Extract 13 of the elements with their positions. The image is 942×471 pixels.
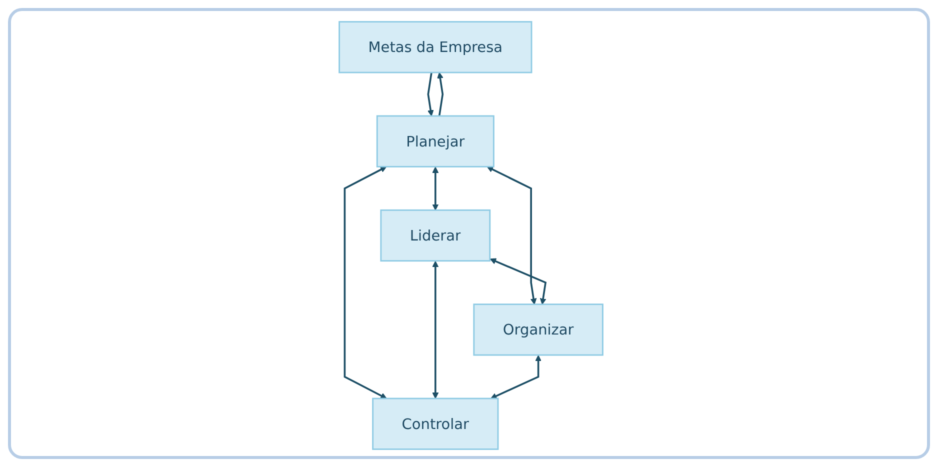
arrow bbox=[427, 72, 434, 116]
arrow bbox=[490, 258, 547, 305]
node-box: Organizar bbox=[473, 304, 604, 356]
arrow bbox=[344, 166, 387, 399]
arrow bbox=[486, 166, 537, 305]
arrow bbox=[437, 72, 444, 116]
node-box: Planejar bbox=[376, 115, 494, 168]
node-box: Controlar bbox=[372, 398, 499, 450]
node-box: Metas da Empresa bbox=[338, 21, 532, 74]
arrow bbox=[490, 355, 542, 399]
arrow bbox=[432, 260, 439, 399]
arrow bbox=[432, 166, 439, 210]
node-box: Liderar bbox=[380, 209, 491, 262]
